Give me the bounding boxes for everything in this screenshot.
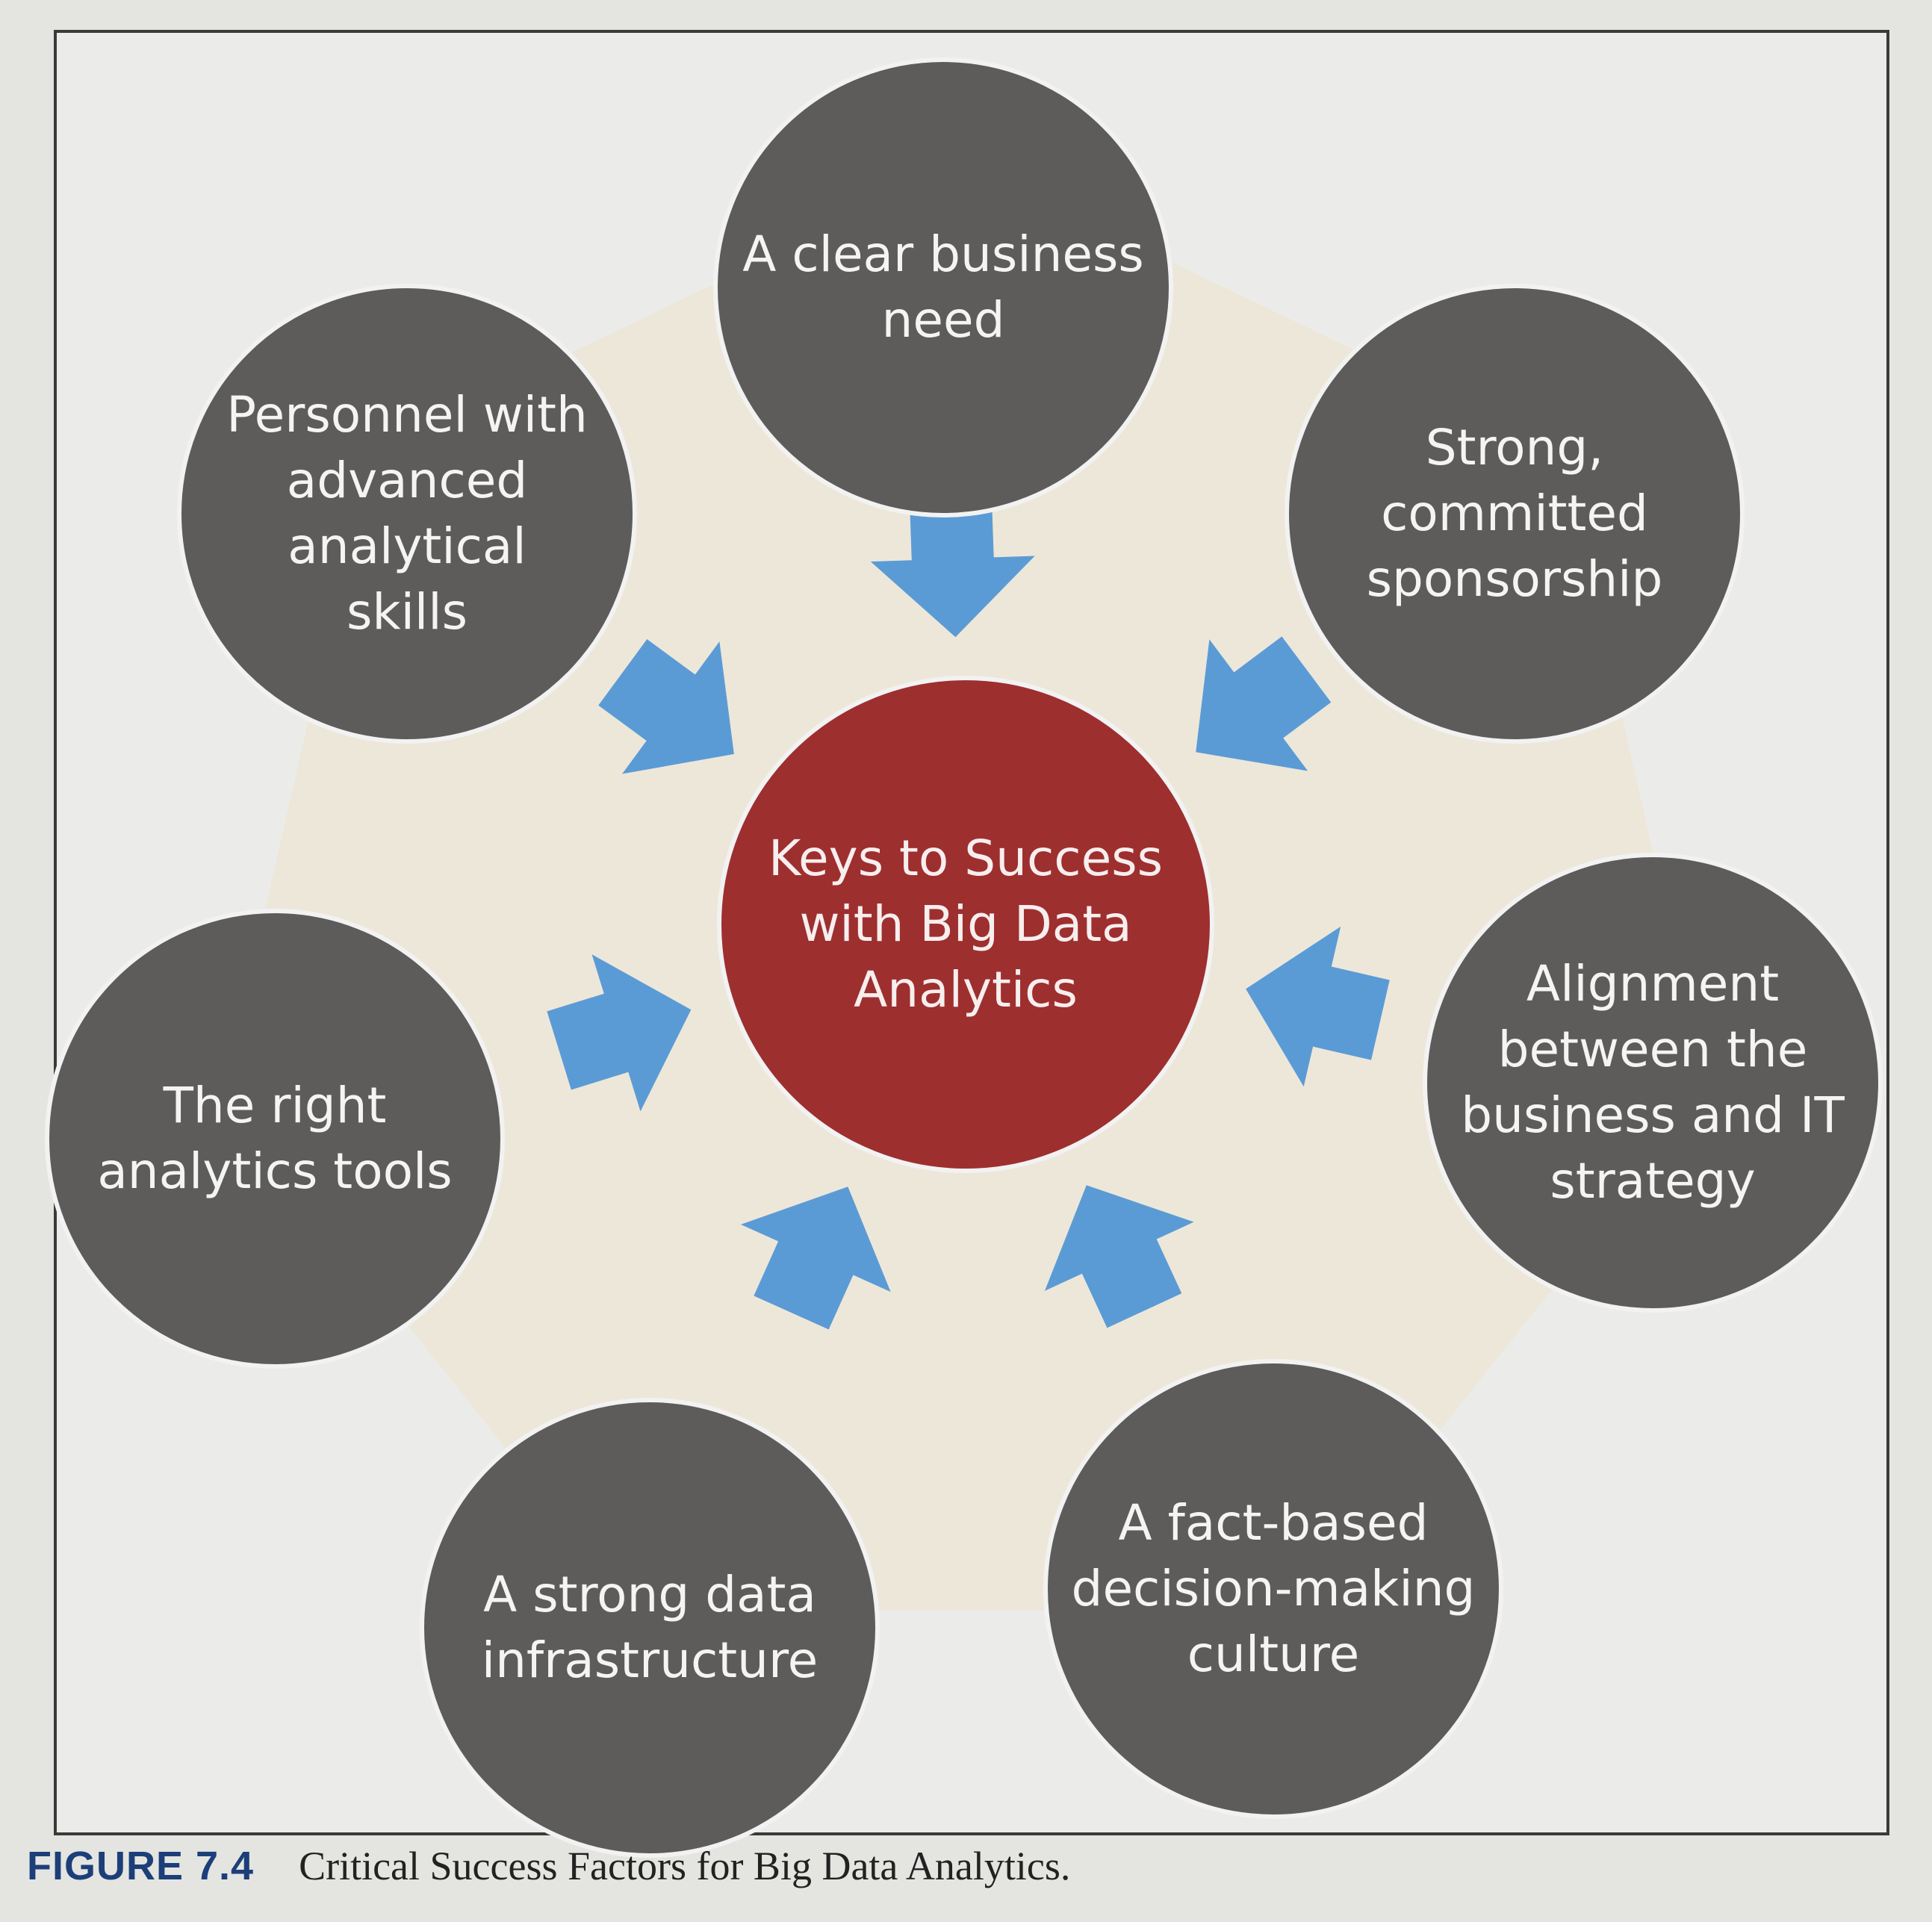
factor-circle xyxy=(1423,853,1883,1313)
label-line: sponsorship xyxy=(1367,550,1663,608)
label-line: advanced xyxy=(287,452,527,509)
caption-text: Critical Success Factors for Big Data An… xyxy=(299,1844,1071,1888)
arrow-4 xyxy=(1044,1185,1194,1328)
factor-circle xyxy=(45,909,505,1369)
factor-node-5: A strong data infrastructure xyxy=(420,1398,880,1858)
label-line: A strong data xyxy=(483,1566,816,1623)
factor-circle xyxy=(713,57,1173,517)
label-line: analytical xyxy=(288,517,526,575)
label-line: Keys to Success xyxy=(768,830,1163,887)
label-line: business and IT xyxy=(1461,1086,1845,1144)
label-line: between the xyxy=(1498,1021,1808,1078)
label-line: The right xyxy=(163,1077,387,1134)
label-line: Personnel with xyxy=(226,386,588,444)
factor-node-3: Alignment between the business and IT strat… xyxy=(1423,853,1883,1313)
factor-node-6: The right analytics tools xyxy=(45,909,505,1369)
factor-node-1: A clear business need xyxy=(713,57,1173,517)
label-line: strategy xyxy=(1550,1152,1755,1210)
label-line: decision-making xyxy=(1072,1560,1476,1617)
label-line: committed xyxy=(1381,485,1648,542)
label-line: culture xyxy=(1187,1626,1359,1683)
arrow-5 xyxy=(740,1187,891,1330)
label-line: Alignment xyxy=(1526,955,1779,1013)
factor-node-2: Strong, committed sponsorship xyxy=(1285,284,1745,744)
factor-node-7: Personnel with advanced analytical skills xyxy=(177,284,637,744)
factor-label: A strong data infrastructure xyxy=(482,1566,819,1689)
factor-label: Alignment between the business and IT strat… xyxy=(1461,955,1845,1210)
factor-circle xyxy=(420,1398,880,1858)
label-line: need xyxy=(882,291,1005,349)
arrow-6 xyxy=(547,954,692,1112)
label-line: analytics tools xyxy=(97,1142,452,1200)
factor-circle xyxy=(1285,284,1745,744)
label-line: with Big Data xyxy=(799,895,1131,953)
factor-label: The right analytics tools xyxy=(97,1077,452,1200)
caption-figure-number: FIGURE 7.4 xyxy=(27,1844,255,1888)
arrow-1 xyxy=(870,497,1035,638)
factor-node-4: A fact-based decision-making culture xyxy=(1043,1359,1503,1819)
factor-circle xyxy=(177,284,637,744)
label-line: Analytics xyxy=(854,961,1078,1018)
factor-label: A fact-based decision-making culture xyxy=(1072,1494,1476,1683)
factor-label: A clear business need xyxy=(742,226,1144,349)
arrows-group xyxy=(547,497,1390,1330)
arrow-3 xyxy=(1246,926,1390,1087)
figure-caption: FIGURE 7.4 Critical Success Factors for … xyxy=(27,1843,1070,1903)
factor-label: Strong, committed sponsorship xyxy=(1367,419,1663,608)
label-line: A clear business xyxy=(742,226,1144,283)
label-line: A fact-based xyxy=(1118,1494,1428,1552)
label-line: infrastructure xyxy=(482,1632,819,1689)
factor-label: Personnel with advanced analytical skills xyxy=(226,386,588,641)
label-line: skills xyxy=(347,583,468,641)
arrow-2 xyxy=(1196,636,1332,771)
label-line: Strong, xyxy=(1426,419,1604,476)
factor-circle xyxy=(1043,1359,1503,1819)
center-circle xyxy=(717,676,1214,1173)
arrow-7 xyxy=(598,639,734,774)
